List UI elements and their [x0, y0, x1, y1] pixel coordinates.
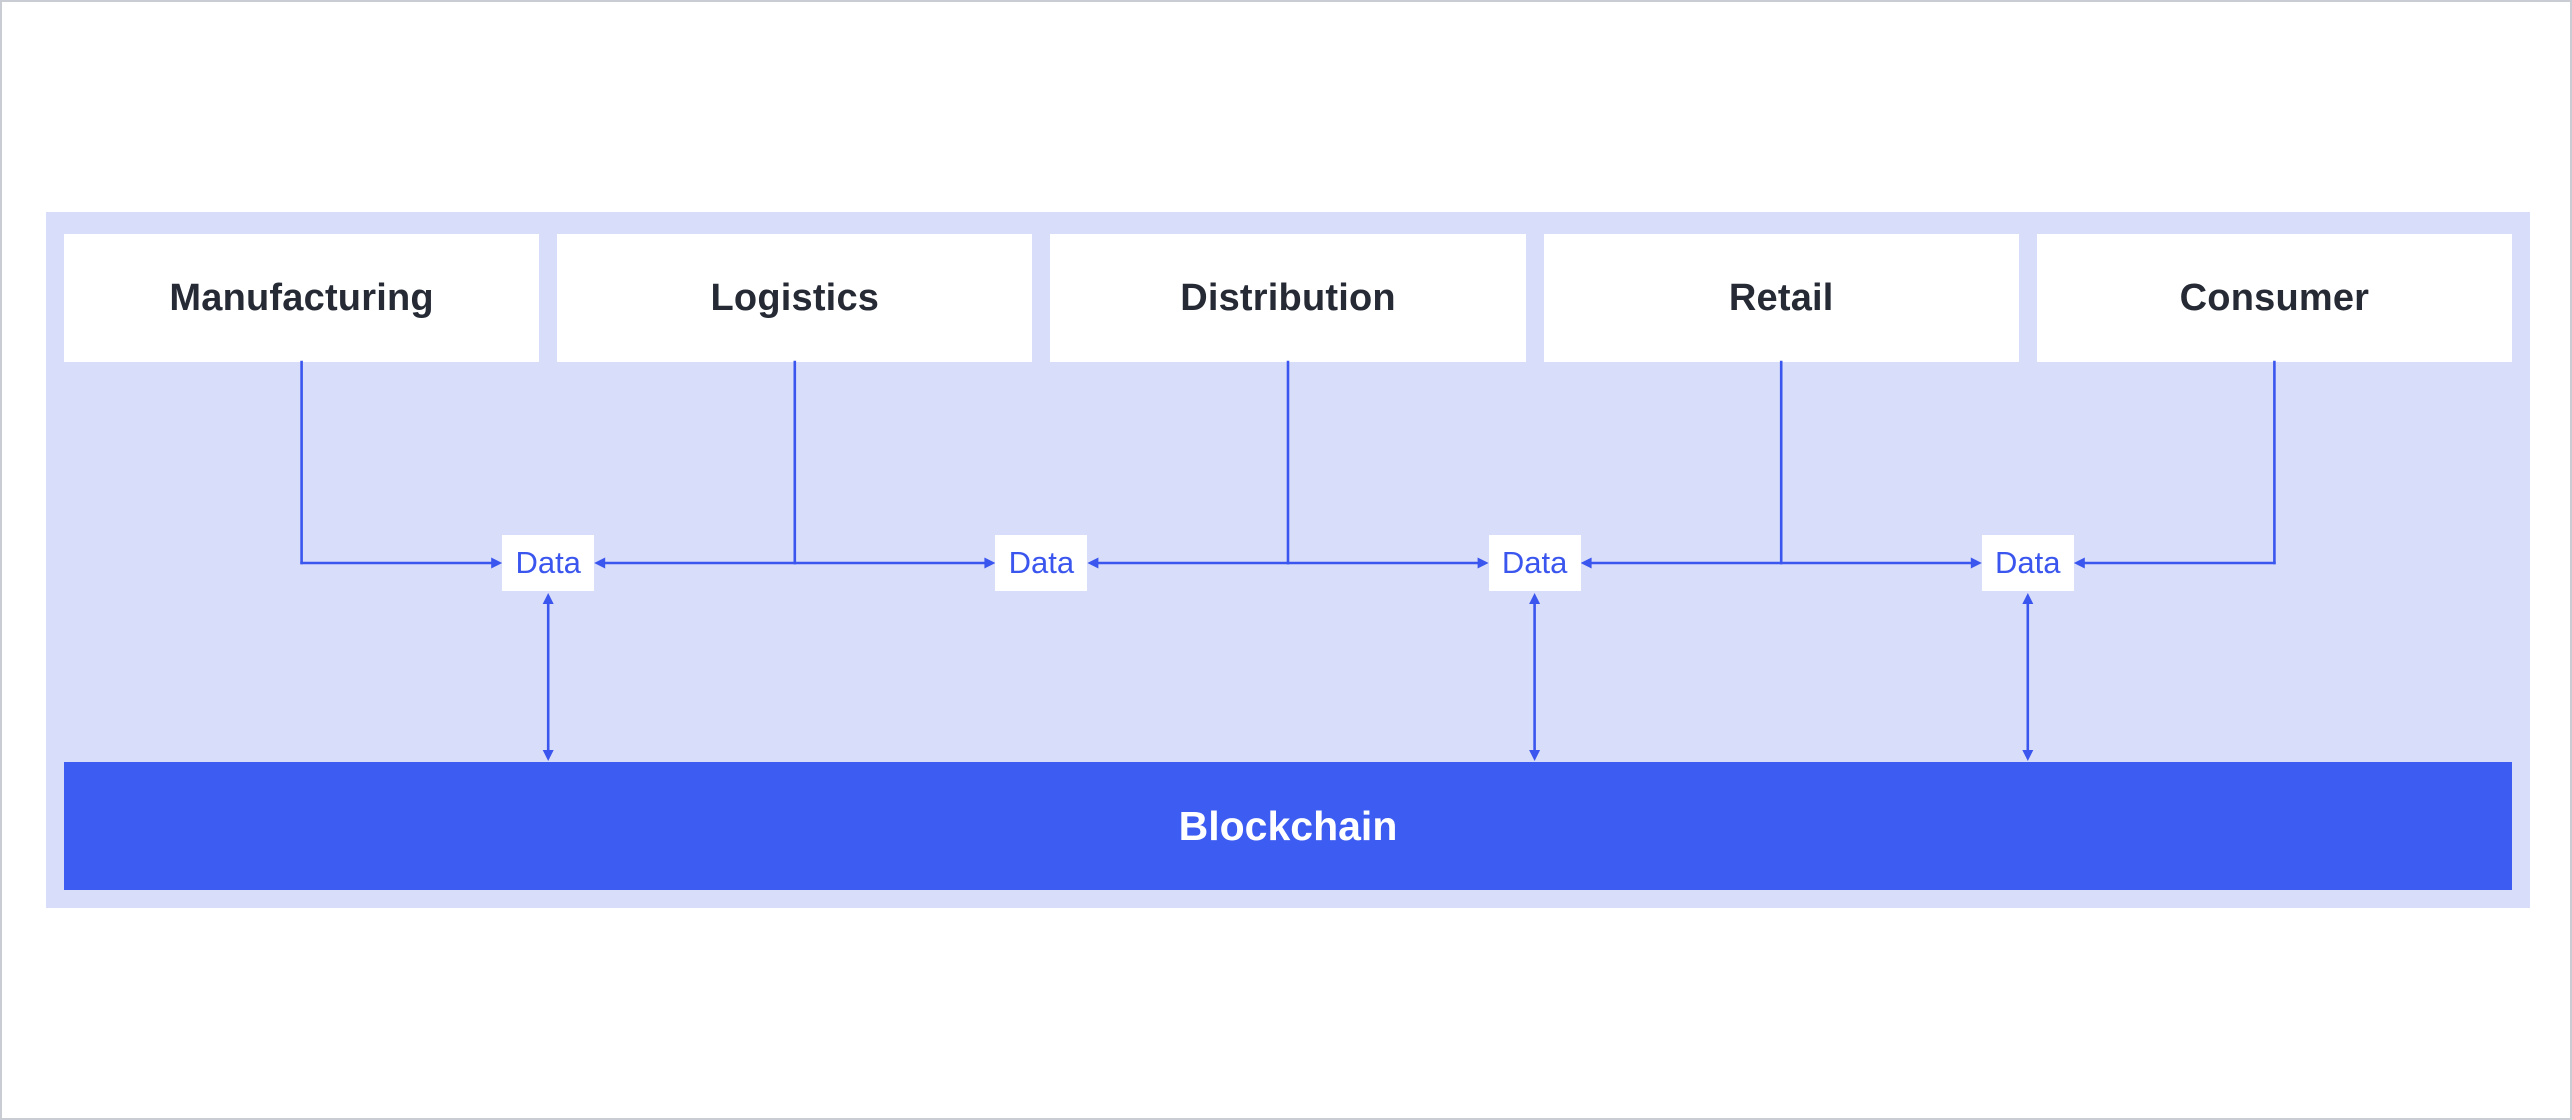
data-node-label: Data	[1501, 545, 1568, 580]
arrowhead-icon	[542, 593, 554, 604]
supply-chain-diagram-panel: Manufacturing Logistics Distribution Retail…	[46, 212, 2530, 908]
data-node-3: Data	[1488, 535, 1581, 591]
data-node-label: Data	[1008, 545, 1075, 580]
stage-box-consumer: Consumer	[2036, 234, 2513, 362]
connector-lines	[300, 360, 2276, 761]
arrowhead-icon	[2022, 750, 2034, 761]
arrowhead-icon	[1087, 557, 1099, 569]
blockchain-label: Blockchain	[1178, 802, 1398, 849]
arrowhead-icon	[1970, 557, 1982, 569]
arrowhead-icon	[491, 557, 503, 569]
stage-box-logistics: Logistics	[557, 234, 1033, 362]
arrowhead-icon	[984, 557, 996, 569]
arrowhead-icon	[2073, 557, 2085, 569]
stage-label: Retail	[1728, 276, 1834, 319]
data-node-4: Data	[1981, 535, 2074, 591]
stage-label: Distribution	[1180, 276, 1396, 319]
data-node-1: Data	[502, 535, 595, 591]
blockchain-bar: Blockchain	[64, 762, 2512, 890]
data-node-2: Data	[995, 535, 1088, 591]
stages-row: Manufacturing Logistics Distribution Retail…	[64, 234, 2513, 362]
arrowhead-icon	[1529, 593, 1541, 604]
stage-label: Logistics	[710, 276, 880, 319]
arrowhead-icon	[1580, 557, 1592, 569]
stage-label: Manufacturing	[169, 276, 434, 319]
stage-label: Consumer	[2179, 276, 2370, 319]
data-node-label: Data	[515, 545, 581, 580]
arrowhead-icon	[594, 557, 606, 569]
stage-box-retail: Retail	[1543, 234, 2019, 362]
arrowhead-icon	[1529, 750, 1541, 761]
stage-box-distribution: Distribution	[1050, 234, 1526, 362]
arrowhead-icon	[2022, 593, 2034, 604]
arrowhead-icon	[1477, 557, 1489, 569]
data-node-label: Data	[1995, 545, 2061, 580]
arrowhead-icon	[542, 750, 554, 761]
stage-box-manufacturing: Manufacturing	[64, 234, 540, 362]
